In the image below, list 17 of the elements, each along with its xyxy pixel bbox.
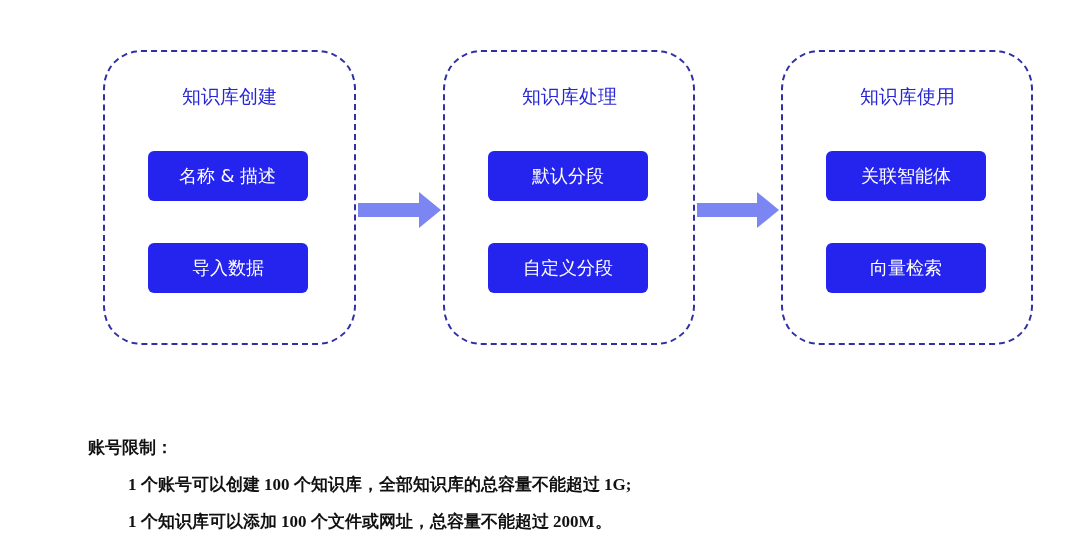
note-text: 1 个知识库可以添加 100 个文件或网址，总容量不能超过 200M。 — [128, 511, 612, 533]
arrow — [358, 192, 441, 228]
dashed-group-box — [443, 50, 695, 345]
arrow — [697, 192, 779, 228]
group-title: 知识库使用 — [858, 84, 956, 109]
step-box: 导入数据 — [147, 242, 308, 293]
group-title: 知识库处理 — [520, 84, 618, 109]
note-text: 1 个账号可以创建 100 个知识库，全部知识库的总容量不能超过 1G; — [128, 474, 632, 496]
step-box: 默认分段 — [487, 150, 648, 201]
group-title: 知识库创建 — [181, 84, 278, 109]
dashed-group-box — [781, 50, 1033, 345]
step-box: 关联智能体 — [825, 150, 986, 201]
step-box: 向量检索 — [825, 242, 986, 293]
step-box: 自定义分段 — [487, 242, 648, 293]
note-text: 账号限制： — [88, 437, 173, 459]
step-box: 名称 & 描述 — [147, 150, 308, 201]
dashed-group-box — [103, 50, 356, 345]
